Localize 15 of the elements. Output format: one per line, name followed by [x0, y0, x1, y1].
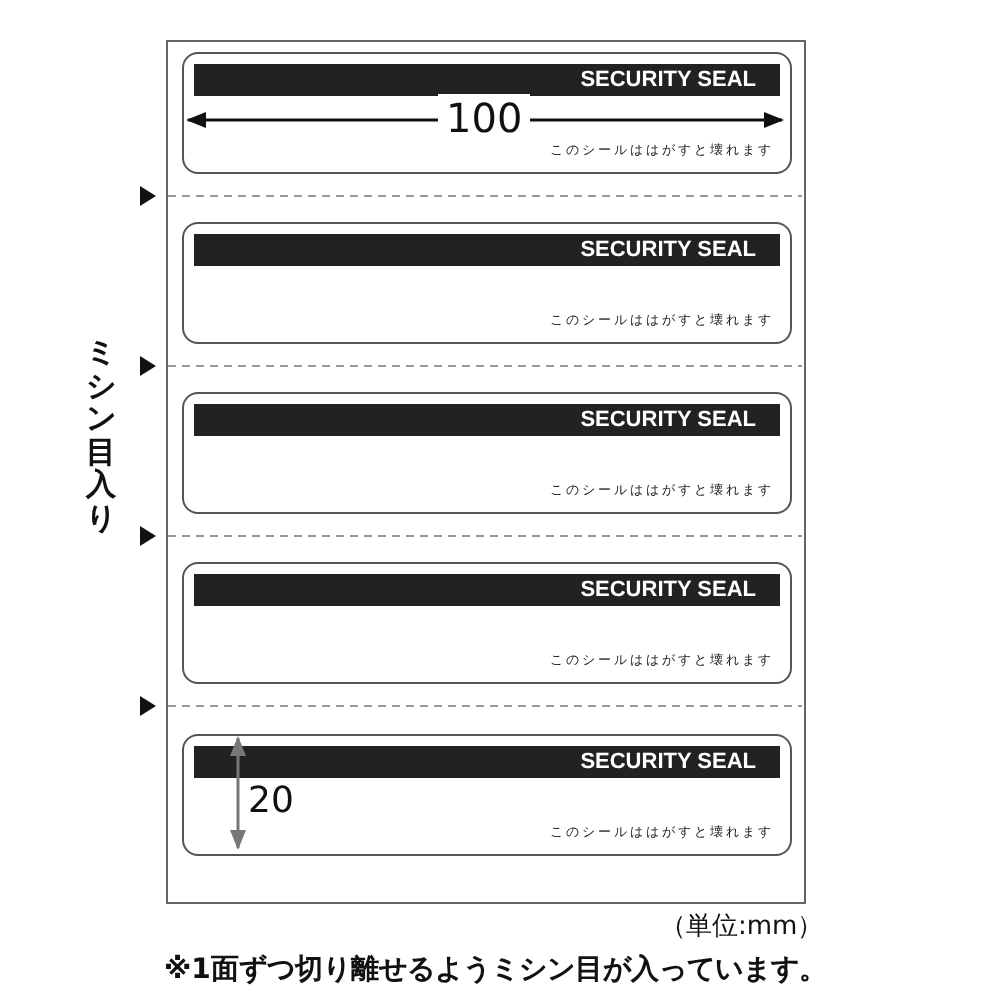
dimension-label: 20	[248, 780, 294, 822]
seal-banner: SECURITY SEAL	[194, 234, 780, 266]
seal-banner: SECURITY SEAL	[194, 746, 780, 778]
seal-label	[182, 222, 792, 344]
perforation-label: ミシン目入り	[84, 336, 117, 534]
seal-banner: SECURITY SEAL	[194, 574, 780, 606]
seal-label	[182, 734, 792, 856]
seal-label	[182, 392, 792, 514]
seal-label	[182, 562, 792, 684]
sheet-outline	[166, 40, 806, 904]
unit-label: （単位:mm）	[660, 910, 824, 944]
seal-banner: SECURITY SEAL	[194, 404, 780, 436]
seal-banner: SECURITY SEAL	[194, 64, 780, 96]
caption: ※1面ずつ切り離せるようミシン目が入っています。	[164, 952, 827, 988]
seal-label	[182, 52, 792, 174]
